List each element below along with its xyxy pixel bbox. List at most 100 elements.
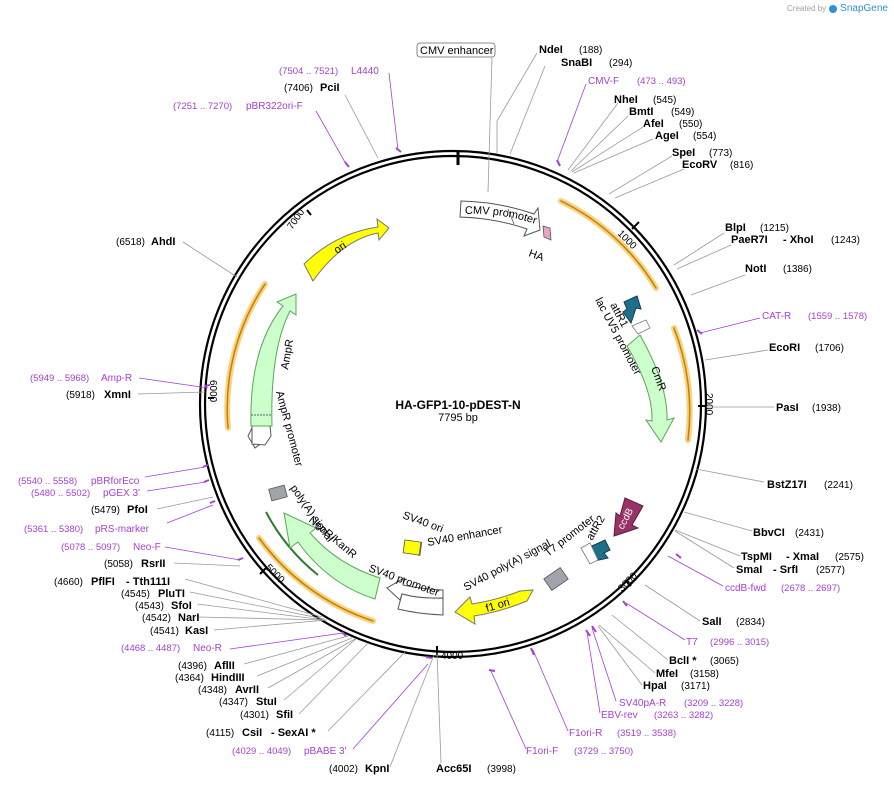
primer-pbrforeco: pBRforEco: [91, 476, 140, 487]
enzyme-stui: StuI: [256, 696, 277, 708]
enzyme-pcii-pos: (7406): [284, 83, 313, 94]
attr1-arrow: [622, 295, 642, 325]
enzyme-ecorv-pos: (816): [730, 160, 753, 171]
f1-ori-arrow: [454, 589, 534, 625]
enzyme-xhoi: - XhoI: [783, 234, 814, 246]
sv40-polya-box: [543, 566, 569, 592]
sv40-ori-box: [402, 539, 423, 556]
enzyme-nari-pos: (4542): [142, 613, 171, 624]
credit-brand: SnapGene: [840, 3, 888, 14]
enzyme-afei-pos: (550): [679, 119, 702, 130]
enzyme-bmti-pos: (549): [671, 107, 694, 118]
enzyme-bcli-pos: (3065): [710, 656, 739, 667]
enzyme-xmai: - XmaI: [786, 551, 819, 563]
primer-sv40par-range: (3209 .. 3228): [684, 698, 743, 709]
enzyme-sfoi: SfoI: [171, 600, 192, 612]
enzyme-kpni: KpnI: [365, 763, 389, 775]
enzyme-aflii-pos: (4396): [178, 661, 207, 672]
primer-neor-range: (4468 .. 4487): [121, 643, 180, 654]
enzyme-stui-pos: (4347): [219, 697, 248, 708]
primer-ccdbfwd-range: (2678 .. 2697): [781, 583, 840, 594]
cmr-arrow: [626, 334, 676, 443]
cmv-promoter-label: CMV promoter: [465, 205, 539, 227]
primer-f1orif-range: (3729 .. 3750): [574, 746, 633, 757]
primer-ebvrev-range: (3263 .. 3282): [654, 710, 713, 721]
enzyme-afei: AfeI: [643, 118, 664, 130]
cmv-enhancer-box: [416, 42, 496, 58]
primer-f1orir: F1ori-R: [569, 728, 602, 739]
ori-arrow: [303, 217, 390, 282]
primer-pgex3-range: (5480 .. 5502): [31, 488, 90, 499]
enzyme-xmai-pos: (2575): [835, 552, 864, 563]
enzyme-sexai: - SexAI *: [271, 727, 316, 739]
tick-3000: 3000: [616, 570, 640, 594]
enzyme-sexai-pos: (4115): [206, 728, 234, 739]
enzyme-hpai-pos: (3171): [681, 681, 710, 692]
enzyme-mfei: MfeI: [656, 668, 678, 680]
sv40-ori-label: SV40 ori: [401, 510, 445, 536]
primer-l4440: L4440: [351, 66, 379, 77]
enzyme-acc65i: Acc65I: [436, 763, 471, 775]
ticks: 1000 2000 3000 4000 5000 6000 7000: [207, 207, 714, 662]
enzyme-snabi: SnaBI: [561, 57, 592, 69]
enzyme-rsrii-pos: (5058): [104, 559, 133, 570]
enzyme-hpai: HpaI: [643, 680, 667, 692]
sv40-ori-divider: [418, 541, 422, 557]
enzyme-tth111i: - Tth111I: [126, 576, 170, 588]
primer-l4440-range: (7504 .. 7521): [279, 66, 338, 77]
enzyme-nari: NarI: [178, 612, 199, 624]
enzyme-mfei-pos: (3158): [690, 669, 719, 680]
enzyme-srfi-pos: (2577): [816, 565, 845, 576]
orf-bands: [224, 198, 693, 624]
cmv-promoter-divider: [507, 208, 515, 225]
primer-pbabe3: pBABE 3': [304, 746, 347, 757]
enzyme-hindiii: HindIII: [211, 672, 245, 684]
enzyme-xhoi-pos: (1243): [831, 235, 860, 246]
primer-ccdbfwd: ccdB-fwd: [725, 583, 766, 594]
enzyme-blpi: BlpI: [725, 222, 746, 234]
sv40-polya-signal-label: SV40 poly(A) signal: [462, 538, 553, 594]
enzyme-pcii: PciI: [320, 82, 340, 94]
lacuv5-arrow: [631, 319, 651, 335]
enzyme-xmni: XmnI: [104, 389, 131, 401]
cmv-promoter-arrow: [459, 200, 541, 237]
primer-cmvf-range: (473 .. 493): [637, 76, 686, 87]
enzyme-bmti: BmtI: [629, 106, 653, 118]
enzyme-ahdi: AhdI: [151, 236, 175, 248]
enzyme-kpni-pos: (4002): [329, 764, 358, 775]
enzyme-sali-pos: (2834): [736, 617, 765, 628]
enzyme-ecorv: EcoRV: [682, 159, 718, 171]
ha-tag: [542, 225, 552, 241]
enzyme-acc65i-pos: (3998): [487, 764, 516, 775]
enzyme-pfoi-pos: (5479): [91, 505, 120, 516]
enzyme-spei-pos: (773): [709, 148, 732, 159]
primer-prsmarker-range: (5361 .. 5380): [24, 524, 83, 535]
neokan-inner-band: [265, 511, 319, 576]
enzyme-noti-pos: (1386): [783, 264, 812, 275]
ampr-label: AmpR: [279, 338, 296, 370]
plasmid-name: HA-GFP1-10-pDEST-N: [395, 398, 520, 412]
primer-pbrforeco-range: (5540 .. 5558): [18, 476, 77, 487]
enzyme-bstz17i: BstZ17I: [767, 479, 807, 491]
enzyme-hindiii-pos: (4364): [175, 673, 204, 684]
primer-catr-range: (1559 .. 1578): [808, 311, 867, 322]
enzyme-sfii-pos: (4301): [240, 710, 269, 721]
enzyme-pluti: PluTI: [158, 588, 185, 600]
primer-t7-range: (2996 .. 3015): [710, 637, 769, 648]
neokan-arrow: [283, 512, 381, 600]
primer-neof: Neo-F: [133, 542, 161, 553]
enzyme-paer7i: PaeR7I: [731, 234, 768, 246]
primer-pbabe3-range: (4029 .. 4049): [232, 746, 291, 757]
enzyme-xmni-pos: (5918): [66, 390, 95, 401]
primer-f1orir-range: (3519 .. 3538): [617, 728, 676, 739]
ampr-arrow: [250, 293, 297, 427]
enzyme-srfi: - SrfI: [773, 564, 798, 576]
enzyme-bbvci-pos: (2431): [795, 528, 824, 539]
enzyme-ndei: NdeI: [539, 44, 563, 56]
enzyme-kasi: KasI: [185, 625, 208, 637]
primer-pbr322orif: pBR322ori-F: [246, 101, 303, 112]
enzyme-rsrii: RsrII: [141, 558, 165, 570]
enzyme-ecori: EcoRI: [769, 342, 800, 354]
enzyme-ecori-pos: (1706): [815, 343, 844, 354]
